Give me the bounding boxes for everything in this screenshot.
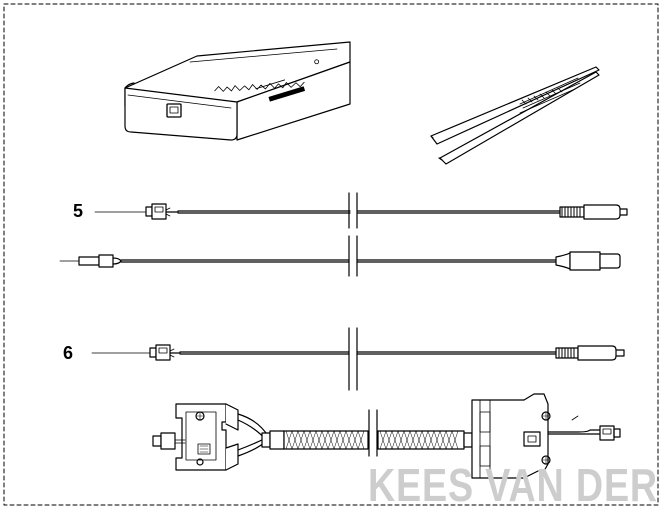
break-mark	[348, 192, 378, 457]
callout-number-5: 5	[73, 201, 84, 221]
adapter-cable-icon	[59, 251, 621, 271]
tweezers-icon	[430, 66, 600, 165]
connector-harness-icon	[152, 393, 621, 479]
interface-box-icon	[124, 41, 351, 141]
cable-icon	[91, 344, 625, 361]
dashed-frame	[3, 3, 659, 506]
watermark: KEES VAN DER	[368, 459, 658, 511]
callout-number-6: 6	[63, 343, 74, 363]
cable-icon	[94, 203, 628, 220]
